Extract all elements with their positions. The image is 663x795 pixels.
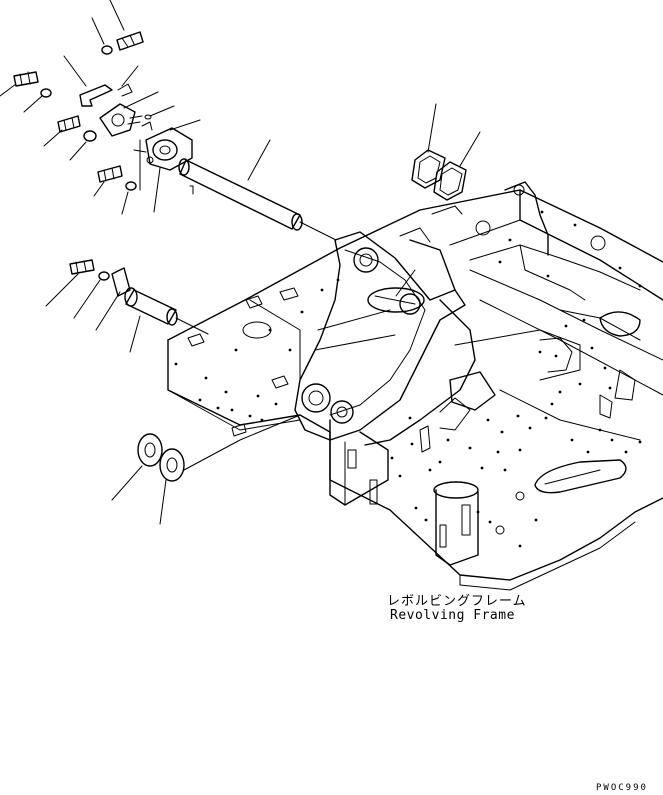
frame-hole: [438, 460, 442, 464]
frame-hole: [498, 260, 502, 264]
frame-hole: [488, 520, 492, 524]
frame-hole: [486, 418, 490, 422]
frame-hole: [224, 390, 228, 394]
caption-japanese: レボルビングフレーム: [387, 594, 527, 609]
frame-hole: [230, 408, 234, 412]
frame-hole: [503, 468, 507, 472]
frame-hole: [398, 474, 402, 478]
frame-hole: [424, 518, 428, 522]
frame-hole: [544, 416, 548, 420]
frame-hole: [390, 456, 394, 460]
frame-hole: [508, 238, 512, 242]
frame-hole: [414, 506, 418, 510]
frame-hole: [268, 328, 272, 332]
frame-hole: [558, 390, 562, 394]
frame-hole: [216, 406, 220, 410]
frame-hole: [496, 450, 500, 454]
frame-hole: [248, 414, 252, 418]
revolving-frame: [167, 181, 663, 591]
frame-hole: [608, 386, 612, 390]
frame-hole: [428, 468, 432, 472]
frame-hole: [468, 446, 472, 450]
frame-hole: [234, 348, 238, 352]
frame-hole: [320, 288, 324, 292]
frame-hole: [516, 414, 520, 418]
frame-hole: [288, 348, 292, 352]
caption-english: Revolving Frame: [390, 608, 515, 623]
frame-hole: [624, 450, 628, 454]
frame-hole: [528, 426, 532, 430]
frame-hole: [638, 440, 642, 444]
frame-hole: [410, 442, 414, 446]
drawing-code: PWOC990: [596, 783, 648, 793]
frame-hole: [546, 274, 550, 278]
frame-hole: [336, 278, 340, 282]
frame-hole: [582, 318, 586, 322]
frame-hole: [554, 354, 558, 358]
frame-hole: [534, 518, 538, 522]
frame-hole: [408, 416, 412, 420]
frame-hole: [500, 430, 504, 434]
frame-hole: [446, 438, 450, 442]
frame-hole: [618, 266, 622, 270]
frame-hole: [578, 382, 582, 386]
frame-hole: [538, 350, 542, 354]
frame-hole: [603, 366, 607, 370]
frame-hole: [540, 210, 544, 214]
frame-hole: [573, 223, 577, 227]
frame-hole: [564, 324, 568, 328]
frame-hole: [550, 402, 554, 406]
frame-holes: [174, 210, 642, 548]
frame-hole: [476, 510, 480, 514]
frame-hole: [256, 394, 260, 398]
parts-group-middle: [69, 259, 301, 482]
frame-hole: [300, 310, 304, 314]
frame-hole: [586, 450, 590, 454]
frame-hole: [204, 376, 208, 380]
frame-hole: [198, 398, 202, 402]
frame-hole: [174, 362, 178, 366]
frame-hole: [570, 438, 574, 442]
frame-hole: [638, 284, 642, 288]
frame-hole: [590, 346, 594, 350]
parts-group-upper: [13, 31, 467, 241]
frame-hole: [598, 428, 602, 432]
frame-hole: [518, 448, 522, 452]
frame-hole: [518, 544, 522, 548]
frame-hole: [480, 466, 484, 470]
frame-hole: [260, 418, 264, 422]
frame-hole: [274, 402, 278, 406]
leader-lines: [0, 0, 481, 525]
frame-hole: [610, 438, 614, 442]
